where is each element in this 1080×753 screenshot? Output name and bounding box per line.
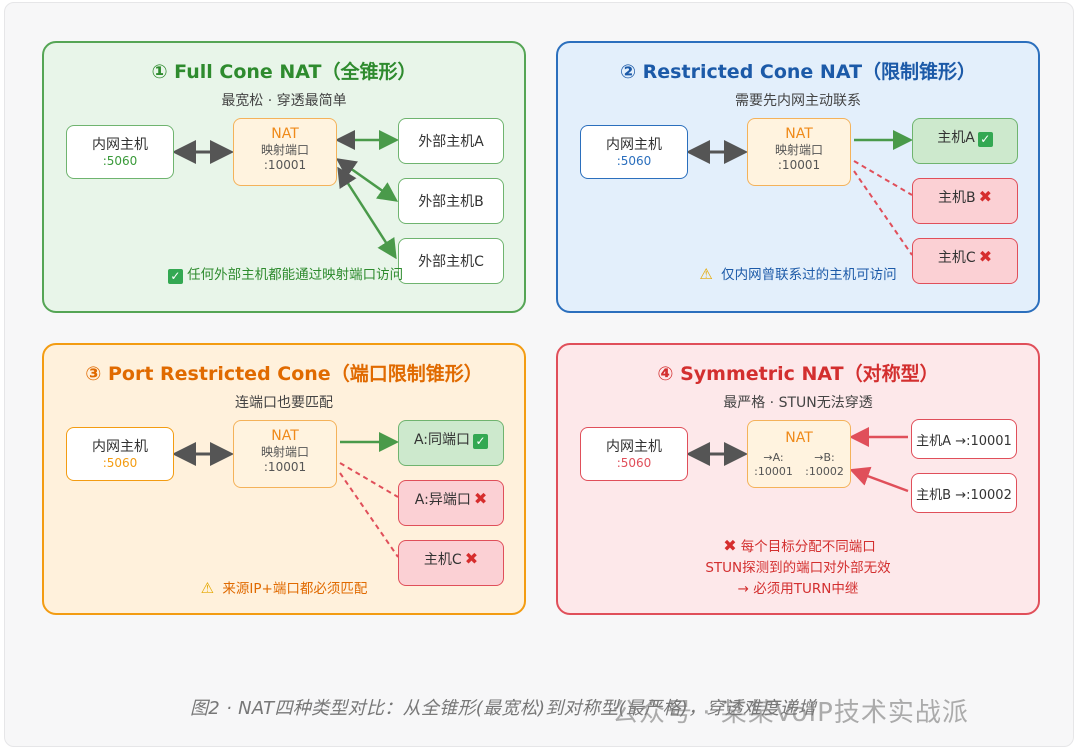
host-label: 主机B →:10002 [916, 488, 1012, 503]
note-text: 任何外部主机都能通过映射端口访问 [187, 267, 404, 283]
host-label: 外部主机A [418, 134, 484, 150]
panel-restricted-cone: ② Restricted Cone NAT（限制锥形） 需要先内网主动联系 内网… [556, 41, 1040, 313]
cross-icon: ✖ [473, 489, 488, 508]
nat-map-a-port: :10001 [754, 465, 793, 478]
host-label: 主机A [937, 130, 975, 146]
nat-mapping-label: 映射端口 [774, 143, 823, 157]
nat-mapping-label: 映射端口 [260, 445, 309, 459]
host-label: A:异端口 [414, 492, 471, 508]
internal-host-label: 内网主机 [92, 137, 148, 153]
cross-icon: ✖ [464, 549, 479, 568]
host-label: 主机A →:10001 [916, 434, 1012, 449]
nat-mapping-port: :10001 [777, 158, 821, 172]
warning-icon: ⚠ [699, 265, 713, 283]
nat-mapping-label: 映射端口 [260, 143, 309, 157]
cross-icon: ✖ [723, 536, 737, 555]
host-label: 外部主机C [418, 254, 484, 270]
connection-arrows [172, 130, 399, 260]
nat-map-b-port: :10002 [805, 465, 844, 478]
panel-port-restricted-cone: ③ Port Restricted Cone（端口限制锥形） 连端口也要匹配 内… [42, 343, 526, 615]
cross-icon: ✖ [978, 247, 993, 266]
panel-note: ✖每个目标分配不同端口 STUN探测到的端口对外部无效 → 必须用TURN中继 [558, 535, 1038, 600]
internal-host-box: 内网主机 :5060 [580, 427, 688, 481]
panel-subtitle: 最宽松 · 穿透最简单 [221, 93, 347, 109]
internal-host-box: 内网主机 :5060 [580, 125, 688, 179]
panel-full-cone: ① Full Cone NAT（全锥形） 最宽松 · 穿透最简单 内网主机 :5… [42, 41, 526, 313]
nat-label: NAT [785, 430, 813, 446]
nat-map-a-label: →A: [763, 451, 784, 464]
host-a-other-port: A:异端口✖ [398, 480, 504, 526]
nat-box: NAT 映射端口 :10001 [233, 420, 337, 488]
host-label: 主机B [937, 190, 976, 206]
nat-box: NAT →A::10001 →B::10002 [747, 420, 851, 488]
panel-title: ① Full Cone NAT（全锥形） [151, 61, 417, 83]
panel-subtitle: 需要先内网主动联系 [735, 93, 861, 109]
panel-note: ⚠ 来源IP+端口都必须匹配 [44, 577, 524, 597]
panel-symmetric: ④ Symmetric NAT（对称型） 最严格 · STUN无法穿透 内网主机… [556, 343, 1040, 615]
nat-label: NAT [271, 428, 299, 444]
connection-arrows [686, 130, 913, 256]
panel-subtitle: 连端口也要匹配 [235, 395, 333, 411]
host-a-allowed: 主机A✓ [912, 118, 1018, 164]
panel-title: ③ Port Restricted Cone（端口限制锥形） [85, 363, 483, 385]
host-b-mapped: 主机B →:10002 [911, 473, 1017, 513]
host-label: 外部主机B [418, 194, 484, 210]
nat-label: NAT [785, 126, 813, 142]
nat-box: NAT 映射端口 :10001 [747, 118, 851, 186]
host-c-blocked: 主机C✖ [398, 540, 504, 586]
internal-host-label: 内网主机 [606, 439, 662, 455]
connection-arrows [172, 432, 399, 558]
internal-host-port: :5060 [102, 456, 138, 470]
panel-title: ② Restricted Cone NAT（限制锥形） [619, 61, 977, 83]
panel-subtitle: 最严格 · STUN无法穿透 [723, 395, 873, 411]
check-icon: ✓ [977, 132, 993, 147]
host-b-blocked: 主机B✖ [912, 178, 1018, 224]
warning-icon: ⚠ [200, 579, 215, 597]
host-label: A:同端口 [413, 432, 471, 448]
nat-mapping-port: :10001 [263, 460, 307, 474]
watermark: 公众号 · 某某VoIP技术实战派 [612, 698, 969, 728]
note-line: 每个目标分配不同端口 [740, 539, 876, 555]
internal-host-box: 内网主机 :5060 [66, 427, 174, 481]
note-text: 仅内网曾联系过的主机可访问 [721, 267, 897, 283]
host-c-blocked: 主机C✖ [912, 238, 1018, 284]
check-icon: ✓ [167, 269, 183, 284]
internal-host-port: :5060 [616, 154, 652, 168]
check-icon: ✓ [473, 434, 489, 449]
nat-map-b-label: →B: [814, 451, 835, 464]
figure-caption: 图2 · NAT四种类型对比：从全锥形(最宽松)到对称型(最严格)，穿透难度递增 [190, 698, 817, 719]
internal-host-port: :5060 [616, 456, 652, 470]
internal-host-box: 内网主机 :5060 [66, 125, 174, 179]
host-a-mapped: 主机A →:10001 [911, 419, 1017, 459]
cross-icon: ✖ [978, 187, 992, 206]
nat-box: NAT 映射端口 :10001 [233, 118, 337, 186]
external-host-a: 外部主机A [398, 118, 504, 164]
nat-mapping-port: :10001 [263, 158, 307, 172]
panel-note: ⚠ 仅内网曾联系过的主机可访问 [558, 263, 1038, 283]
note-text: 来源IP+端口都必须匹配 [222, 581, 368, 597]
external-host-c: 外部主机C [398, 238, 504, 284]
nat-label: NAT [271, 126, 299, 142]
panel-title: ④ Symmetric NAT（对称型） [657, 363, 939, 385]
note-line: → 必须用TURN中继 [737, 581, 859, 597]
note-line: STUN探测到的端口对外部无效 [705, 560, 891, 576]
internal-host-label: 内网主机 [92, 439, 148, 455]
internal-host-label: 内网主机 [606, 137, 662, 153]
host-label: 主机C [423, 552, 462, 568]
external-host-b: 外部主机B [398, 178, 504, 224]
host-a-same-port: A:同端口✓ [398, 420, 504, 466]
host-label: 主机C [937, 250, 976, 266]
panel-note: ✓ 任何外部主机都能通过映射端口访问 [44, 263, 524, 284]
connection-arrows [686, 427, 909, 493]
internal-host-port: :5060 [102, 154, 138, 168]
